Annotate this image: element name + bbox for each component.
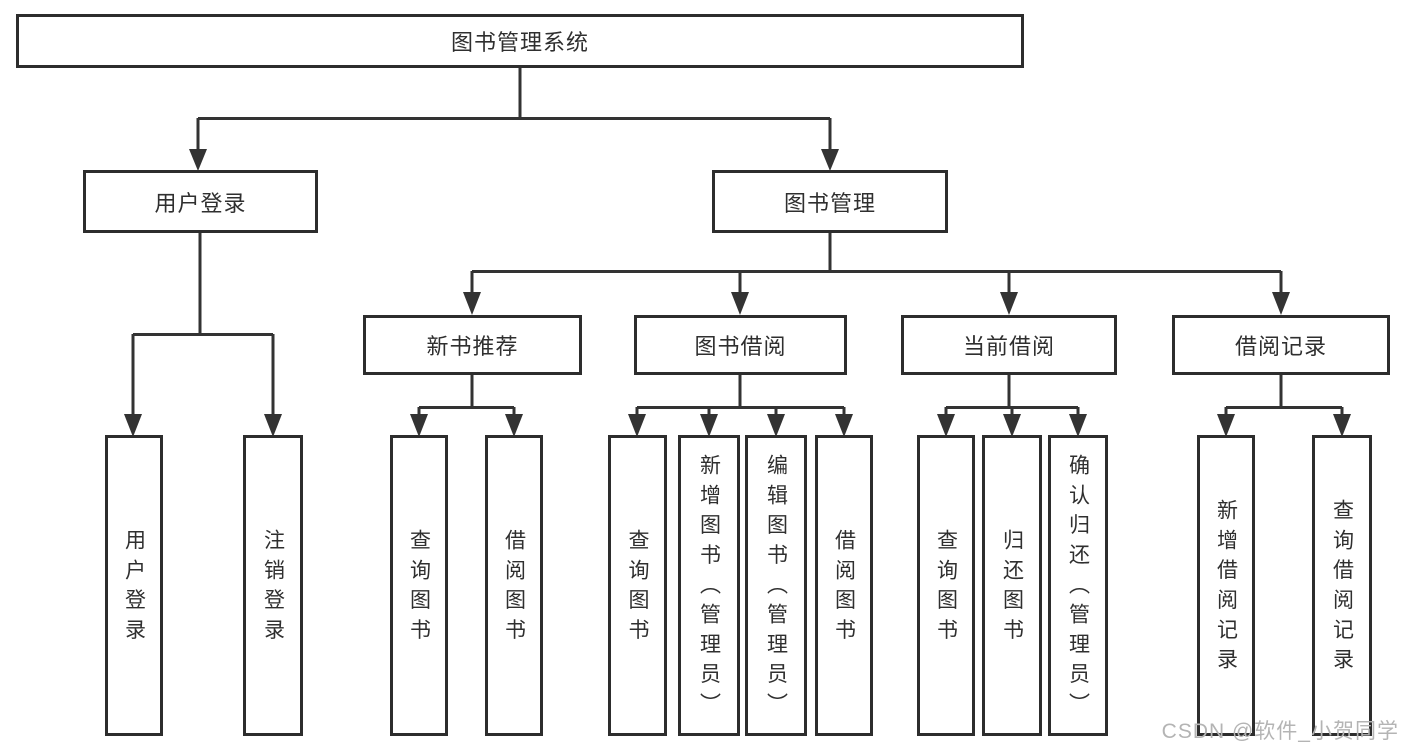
node-borrow-records: 借阅记录 [1172,315,1390,375]
node-user-login: 用户登录 [83,170,318,233]
leaf-logout: 注销登录 [243,435,303,736]
leaf-borrow-books: 借阅图书 [815,435,873,736]
csdn-watermark: CSDN @软件_小贺同学 [1161,720,1399,743]
node-book-management: 图书管理 [712,170,948,233]
leaf-query-books-recommend: 查询图书 [390,435,448,736]
node-new-book-recommend: 新书推荐 [363,315,582,375]
leaf-borrow-books-recommend: 借阅图书 [485,435,543,736]
leaf-add-borrow-record: 新增借阅记录 [1197,435,1255,736]
leaf-confirm-return-admin: 确认归还（管理员） [1048,435,1108,736]
leaf-add-book-admin: 新增图书（管理员） [678,435,740,736]
leaf-query-borrow-record: 查询借阅记录 [1312,435,1372,736]
node-current-borrow: 当前借阅 [901,315,1117,375]
leaf-return-book: 归还图书 [982,435,1042,736]
leaf-user-login: 用户登录 [105,435,163,736]
leaf-query-books-borrow: 查询图书 [608,435,667,736]
arrowhead-icons [124,149,1351,437]
node-book-borrow: 图书借阅 [634,315,847,375]
node-root-system: 图书管理系统 [16,14,1024,68]
leaf-edit-book-admin: 编辑图书（管理员） [745,435,807,736]
leaf-query-books-current: 查询图书 [917,435,975,736]
